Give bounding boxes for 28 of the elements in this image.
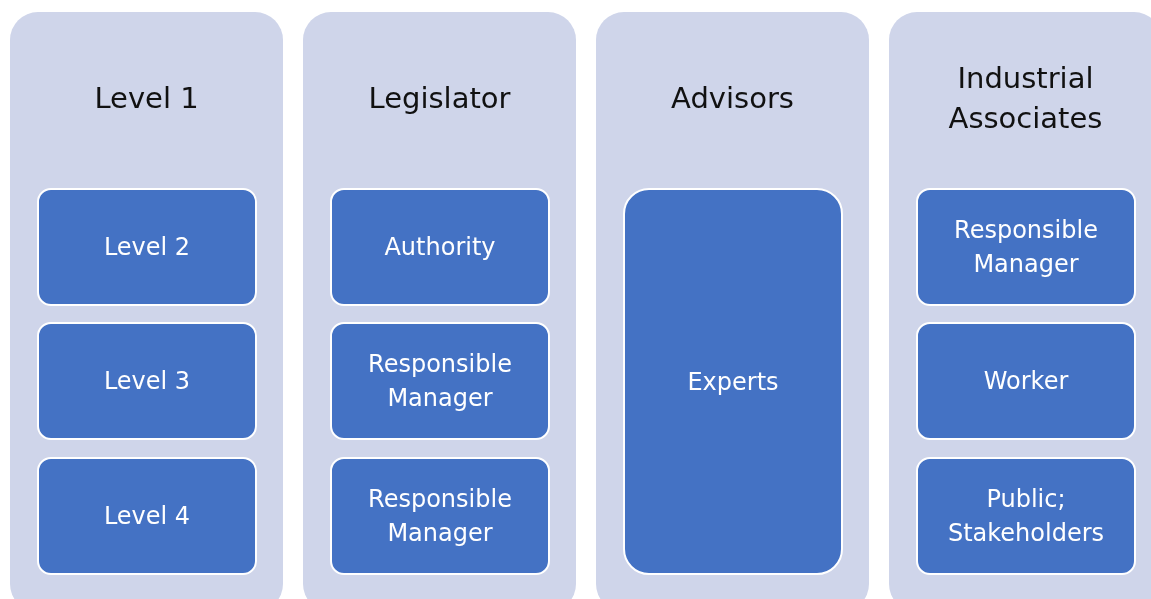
member-box: [37, 188, 257, 306]
member-box: [37, 322, 257, 440]
member-label: Public; Stakeholders: [946, 484, 1106, 549]
member-label: Level 4: [102, 501, 192, 532]
member-label: Level 3: [102, 366, 192, 397]
member-label: Responsible Manager: [953, 215, 1099, 280]
group-title: Legislator: [367, 80, 512, 117]
member-box: [330, 457, 550, 575]
member-label: Worker: [982, 366, 1070, 397]
member-box: [916, 457, 1136, 575]
group-title: Level 1: [93, 80, 200, 117]
member-label: Authority: [383, 232, 497, 263]
member-label: Responsible Manager: [367, 349, 513, 414]
member-box: [916, 322, 1136, 440]
group-panel: [303, 12, 576, 599]
group-title: Advisors: [670, 80, 795, 117]
member-box: [330, 322, 550, 440]
member-box: [37, 457, 257, 575]
member-label: Responsible Manager: [367, 484, 513, 549]
group-panel: [10, 12, 283, 599]
member-box: [623, 188, 843, 575]
group-panel: [596, 12, 869, 599]
member-box: [330, 188, 550, 306]
group-panel: [889, 12, 1151, 599]
member-box: [916, 188, 1136, 306]
member-label: Experts: [686, 366, 780, 398]
group-title: Industrial Associates: [947, 60, 1104, 137]
member-label: Level 2: [102, 232, 192, 263]
